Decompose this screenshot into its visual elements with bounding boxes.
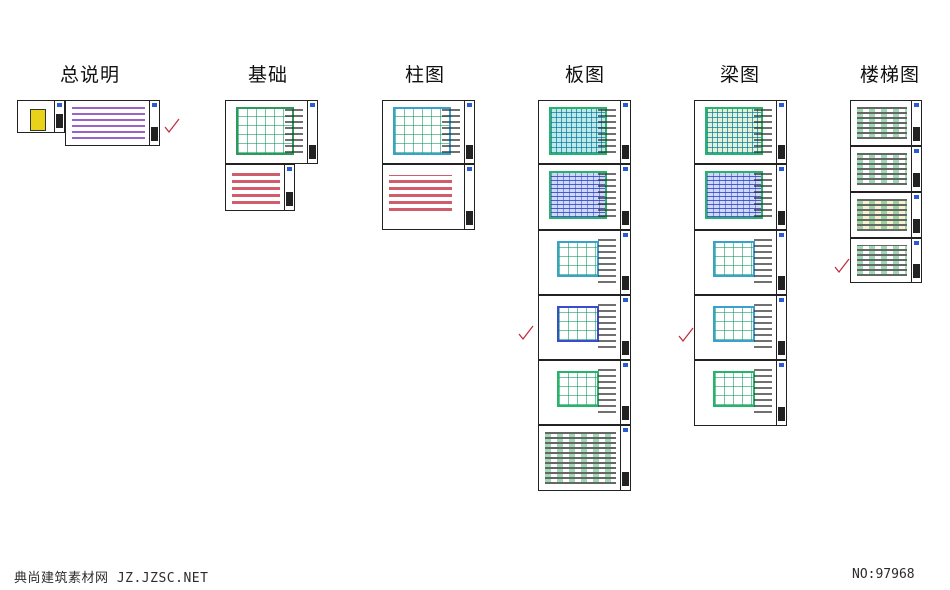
check-mark-icon	[164, 118, 180, 133]
title-block	[307, 101, 317, 163]
plan-drawing	[557, 306, 599, 342]
sheet-beam-4[interactable]	[694, 295, 787, 360]
title-block	[911, 101, 921, 145]
detail-notes	[598, 109, 616, 153]
title-foundation: 基础	[248, 64, 289, 86]
title-block	[620, 361, 630, 424]
title-stair: 楼梯图	[860, 64, 921, 86]
plan-drawing	[557, 241, 599, 277]
sheet-beam-2[interactable]	[694, 164, 787, 230]
title-block	[620, 296, 630, 359]
plan-drawing	[549, 107, 607, 155]
detail-notes	[598, 369, 616, 413]
detail-notes	[754, 304, 772, 348]
sheet-beam-5[interactable]	[694, 360, 787, 426]
title-block	[620, 165, 630, 229]
title-block	[776, 361, 786, 425]
sheet-column-plan[interactable]	[382, 100, 475, 164]
sheet-slab-5[interactable]	[538, 360, 631, 425]
detail-drawings	[545, 432, 616, 484]
title-block	[776, 101, 786, 163]
check-mark-icon	[518, 325, 534, 340]
sheet-slab-2[interactable]	[538, 164, 631, 230]
title-block	[911, 147, 921, 191]
title-block	[776, 165, 786, 229]
sheet-slab-3[interactable]	[538, 230, 631, 295]
title-block	[911, 193, 921, 237]
sheet-beam-3[interactable]	[694, 230, 787, 295]
title-block	[284, 165, 294, 210]
sheet-beam-1[interactable]	[694, 100, 787, 164]
detail-notes	[754, 239, 772, 283]
title-column: 柱图	[405, 64, 446, 86]
title-block	[911, 239, 921, 282]
detail-notes	[598, 239, 616, 283]
sheet-stair-4[interactable]	[850, 238, 922, 283]
sheet-column-schedule[interactable]	[382, 164, 475, 230]
sheet-foundation-plan[interactable]	[225, 100, 318, 164]
plan-drawing	[549, 171, 607, 219]
image-number: NO:97968	[852, 567, 915, 582]
title-block	[776, 296, 786, 359]
detail-notes	[442, 109, 460, 153]
title-block	[776, 231, 786, 294]
notes-text	[72, 107, 145, 139]
title-slab: 板图	[565, 64, 606, 86]
sheet-stair-2[interactable]	[850, 146, 922, 192]
sheet-foundation-details[interactable]	[225, 164, 295, 211]
check-mark-icon	[678, 327, 694, 342]
plan-drawing	[236, 107, 294, 155]
plan-drawing	[713, 306, 755, 342]
sheet-general-cover[interactable]	[17, 100, 65, 133]
stair-drawing	[857, 107, 907, 139]
title-block	[620, 231, 630, 294]
plan-drawing	[713, 241, 755, 277]
sheet-stair-3[interactable]	[850, 192, 922, 238]
sheet-slab-4[interactable]	[538, 295, 631, 360]
sheet-stair-1[interactable]	[850, 100, 922, 146]
title-block	[464, 101, 474, 163]
title-block	[54, 101, 64, 132]
stair-drawing	[857, 199, 907, 231]
detail-notes	[598, 173, 616, 217]
sheet-general-notes[interactable]	[65, 100, 160, 146]
detail-notes	[754, 369, 772, 413]
detail-notes	[754, 173, 772, 217]
plan-drawing	[705, 107, 763, 155]
column-schedule	[389, 175, 452, 211]
sheet-slab-6[interactable]	[538, 425, 631, 491]
plan-drawing	[393, 107, 451, 155]
detail-notes	[754, 109, 772, 153]
detail-drawings	[232, 171, 280, 204]
stair-drawing	[857, 153, 907, 185]
detail-notes	[598, 304, 616, 348]
title-block	[464, 165, 474, 229]
plan-drawing	[705, 171, 763, 219]
plan-drawing	[713, 371, 755, 407]
title-general: 总说明	[60, 64, 121, 86]
title-block	[620, 101, 630, 163]
plan-drawing	[557, 371, 599, 407]
check-mark-icon	[834, 258, 850, 273]
legend-block	[30, 109, 46, 131]
sheet-slab-1[interactable]	[538, 100, 631, 164]
site-watermark: 典尚建筑素材网 JZ.JZSC.NET	[14, 571, 209, 586]
title-beam: 梁图	[720, 64, 761, 86]
stair-drawing	[857, 245, 907, 276]
detail-notes	[285, 109, 303, 153]
title-block	[149, 101, 159, 145]
title-block	[620, 426, 630, 490]
